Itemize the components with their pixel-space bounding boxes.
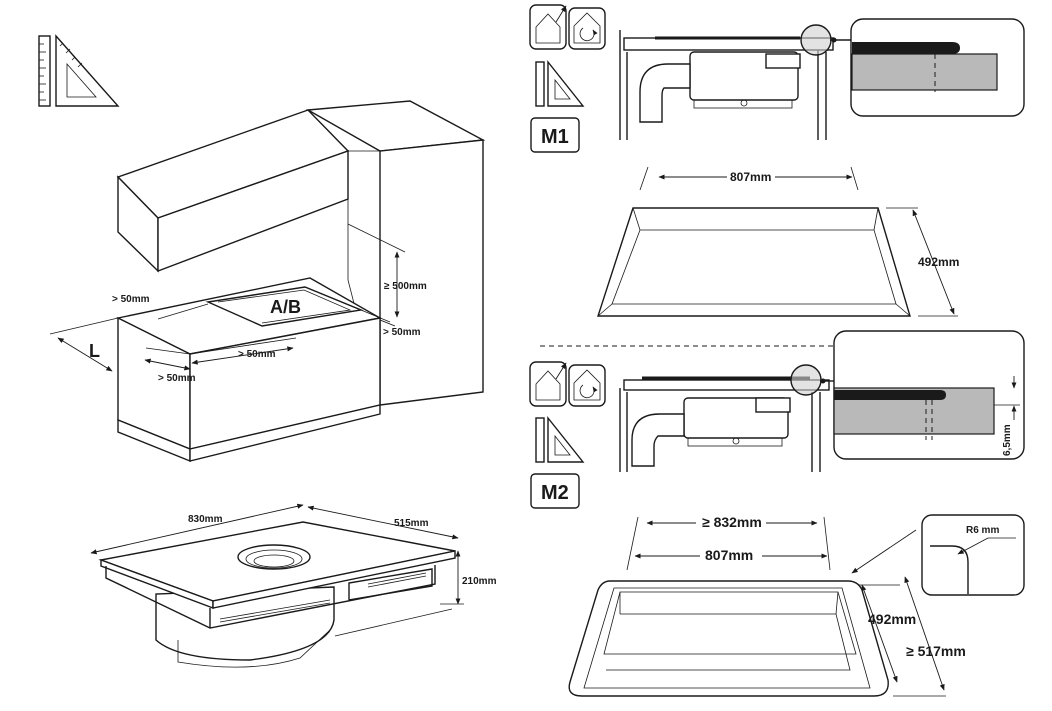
m2-badge: M2 (541, 482, 569, 504)
hob-width-label: 830mm (188, 514, 223, 525)
m1-section: M1 807mm 492mm (529, 4, 1025, 317)
install-upwards-icon (529, 361, 567, 407)
m2-cutout-width-label: 807mm (705, 547, 753, 563)
m2-cutout-depth-label: 492mm (868, 611, 916, 627)
ruler-square-icon (535, 415, 585, 463)
hob-depth-label: 515mm (394, 518, 429, 529)
hob-height-label: 210mm (462, 576, 497, 587)
m2-recess-depth-label: 6,5mm (1002, 424, 1013, 456)
rotate-house-icon (568, 364, 606, 407)
m2-outer-depth-label: ≥ 517mm (906, 643, 966, 659)
m2-outer-width-label: ≥ 832mm (702, 514, 762, 530)
ruler-square-icon (38, 34, 120, 107)
clearance-right-label: > 50mm (383, 327, 421, 338)
height-to-hood-label: ≥ 500mm (384, 281, 427, 292)
m1-cutout-depth-label: 492mm (918, 255, 959, 269)
clearance-left-label: > 50mm (112, 294, 150, 305)
side-label-L: L (89, 341, 100, 361)
m1-cutout-width-label: 807mm (730, 170, 771, 184)
ruler-square-icon (535, 59, 585, 107)
m2-radius-label: R6 mm (966, 525, 999, 536)
clearance-front-left-label: > 50mm (158, 373, 196, 384)
rotate-house-icon (568, 7, 606, 50)
m2-section: M2 6,5mm ≥ 83 (529, 330, 1025, 697)
m1-badge: M1 (541, 126, 569, 148)
hob-drawing: 830mm 515mm 210mm (90, 503, 497, 668)
install-upwards-icon (529, 4, 567, 50)
clearance-front-label: > 50mm (238, 349, 276, 360)
kitchen-cabinet-drawing: A/B L > 50mm > 50mm > 50mm > 50mm ≥ 500m… (49, 100, 486, 463)
zone-label: A/B (270, 297, 301, 317)
